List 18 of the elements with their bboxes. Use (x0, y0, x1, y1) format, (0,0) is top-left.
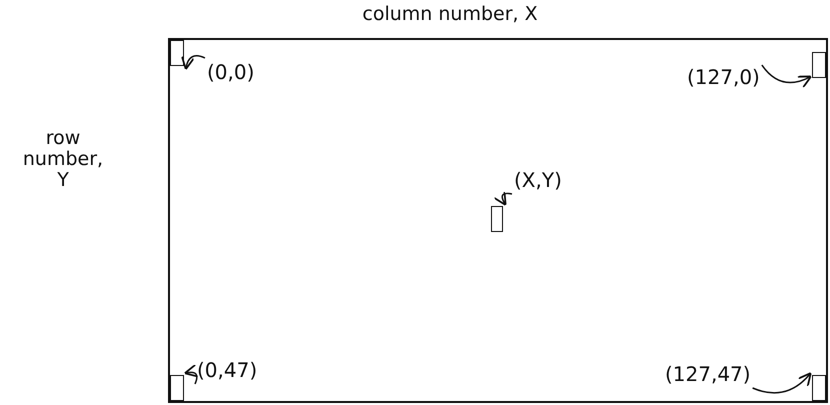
leader-arrow (494, 190, 512, 206)
pixel-box (170, 40, 184, 66)
leader-arrow (752, 372, 812, 394)
pixel-box (491, 206, 503, 232)
axis-label: row number, Y (22, 128, 104, 191)
axis-label: column number, X (361, 4, 539, 25)
pixel-box (170, 375, 184, 401)
leader-arrow (182, 55, 206, 70)
pixel-box (812, 52, 826, 78)
coordinate-label: (127,47) (665, 362, 751, 386)
pixel-box (812, 375, 826, 401)
display-screen-outline (168, 38, 828, 403)
coordinate-label: (127,0) (687, 65, 760, 89)
coordinate-label: (X,Y) (514, 168, 562, 192)
leader-arrow (184, 364, 199, 384)
leader-arrow (761, 64, 812, 88)
coordinate-label: (0,0) (207, 60, 254, 84)
coordinate-label: (0,47) (197, 358, 258, 382)
